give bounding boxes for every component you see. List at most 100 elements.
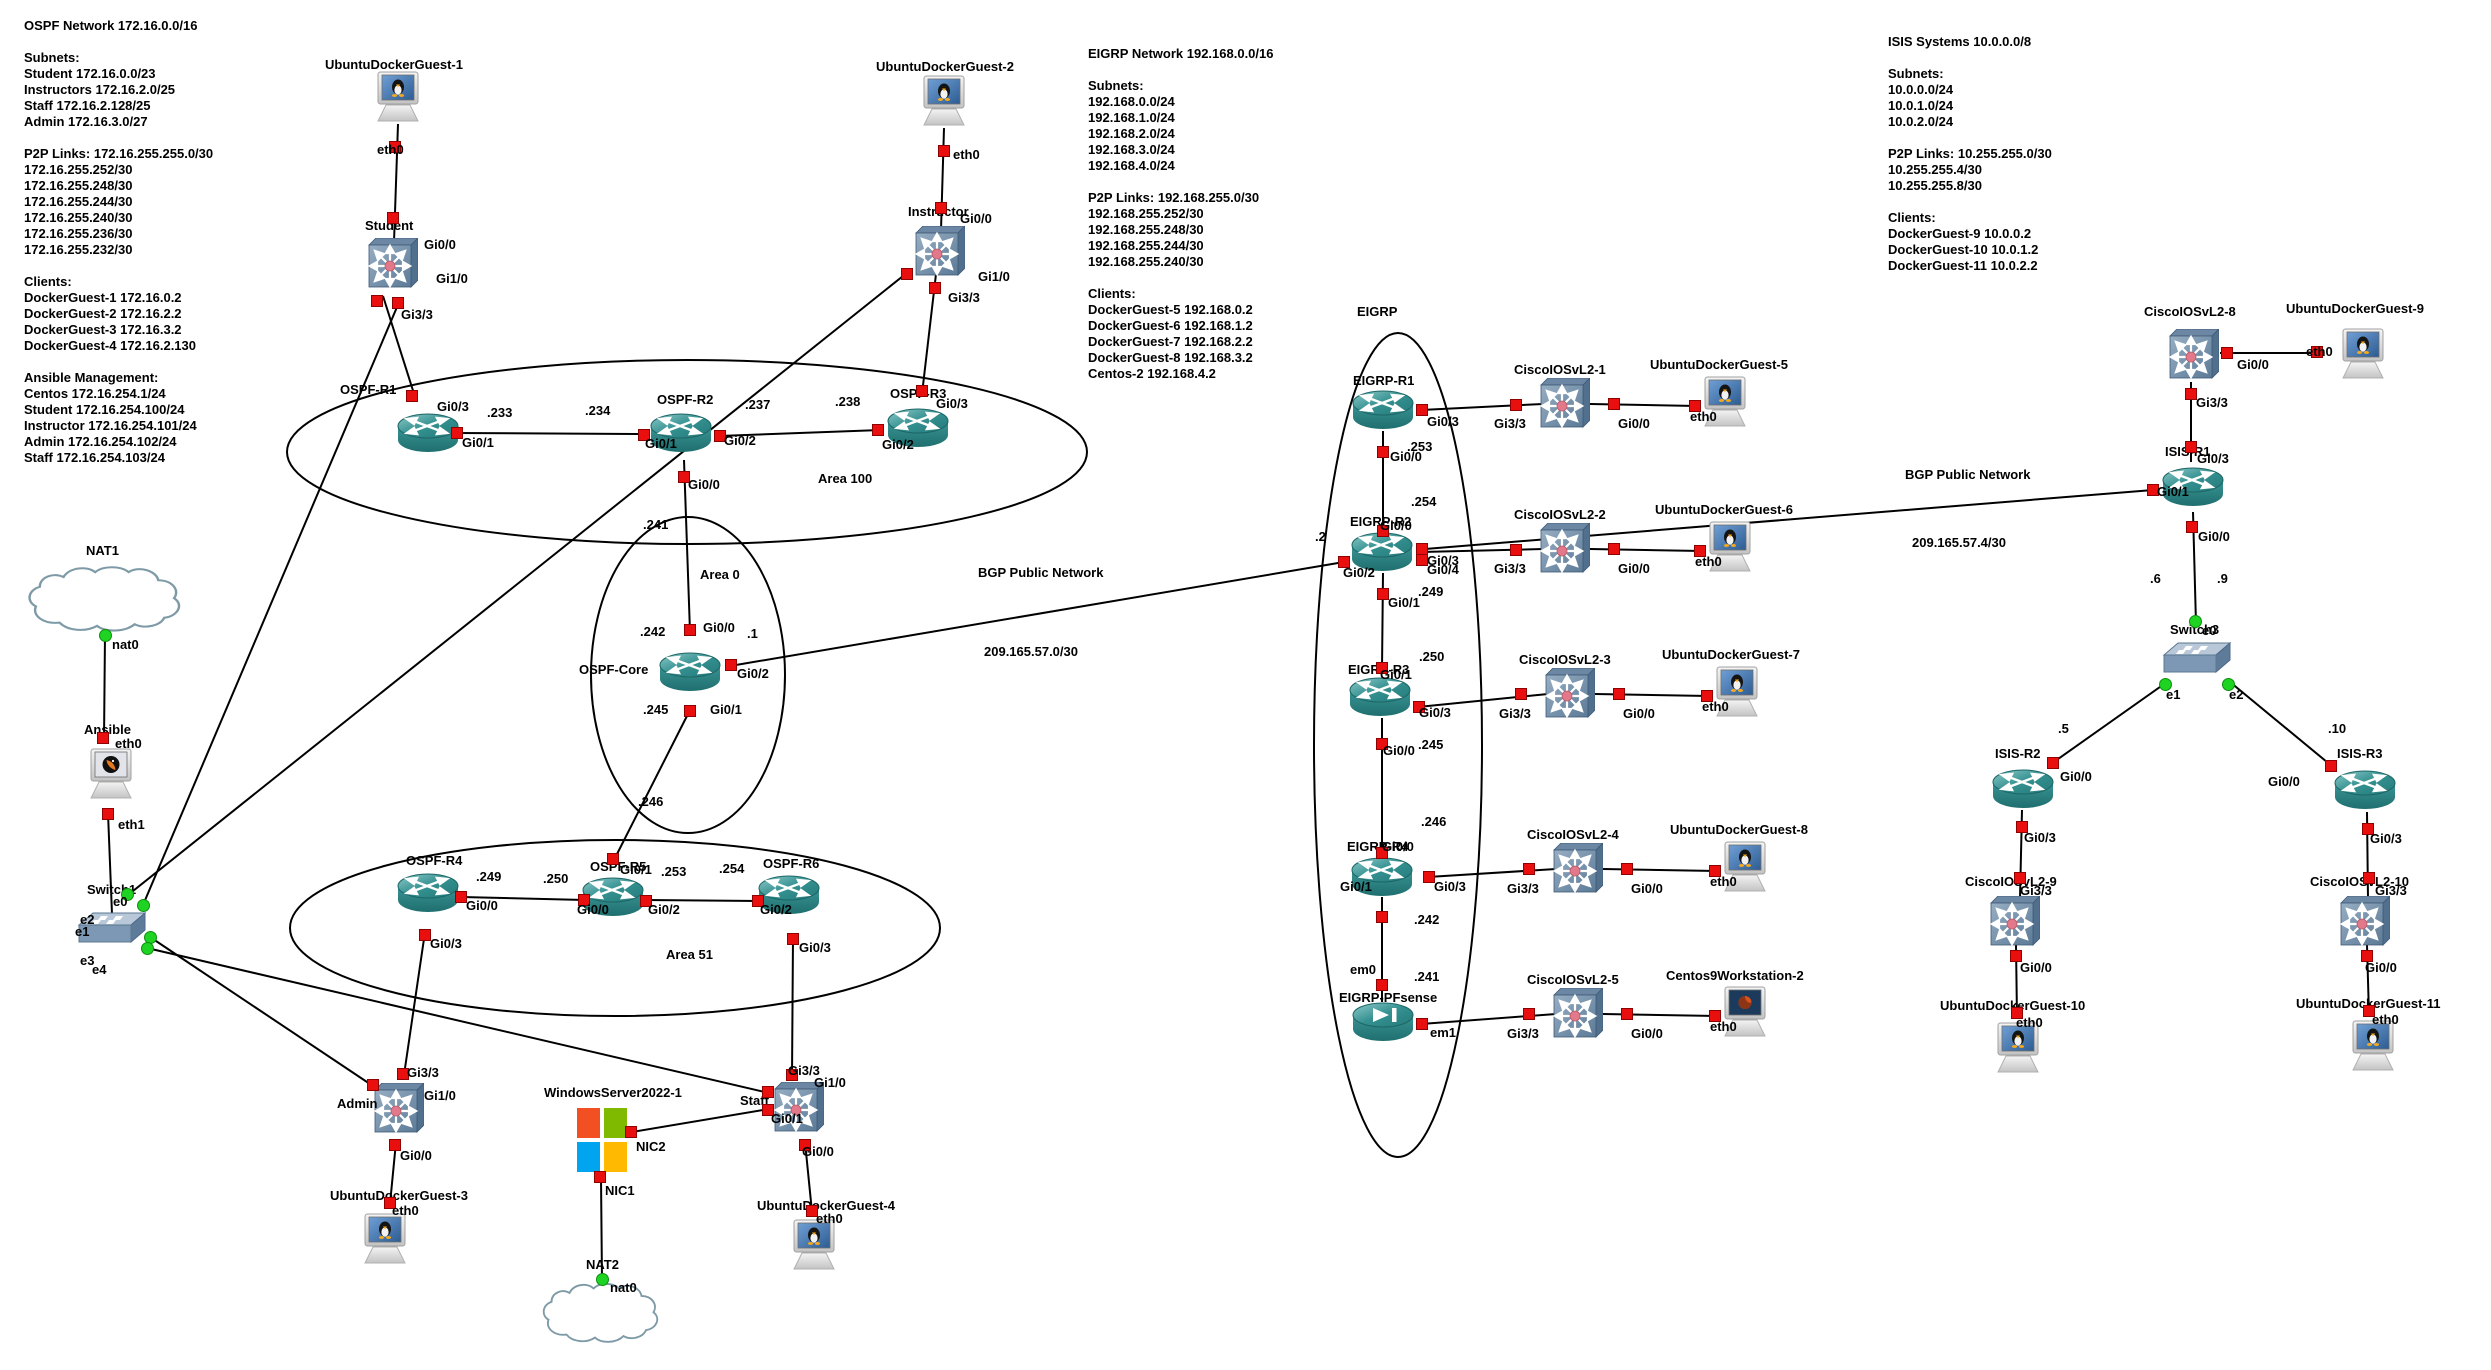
port-status-red	[916, 385, 928, 397]
port-status-red	[1510, 544, 1522, 556]
node-vl2-5[interactable]	[1552, 987, 1604, 1039]
port-status-red	[1377, 446, 1389, 458]
interface-label: em0	[1350, 962, 1377, 977]
node-isis-r1[interactable]	[2161, 465, 2225, 509]
node-udg11[interactable]	[2345, 1020, 2401, 1074]
link-ospfr2-core[interactable]	[683, 459, 691, 633]
interface-label: Gi3/3	[2196, 395, 2228, 410]
note-line: 172.16.255.248/30	[24, 178, 133, 193]
node-nat2[interactable]	[541, 1281, 661, 1345]
node-udg1[interactable]	[370, 71, 426, 125]
node-isis-r2[interactable]	[1991, 767, 2055, 811]
link-eigrpr1-vl21[interactable]	[1420, 403, 1544, 411]
link-student-switch1[interactable]	[142, 299, 401, 906]
node-vl2-1[interactable]	[1539, 377, 1591, 429]
link-instructor-switch1[interactable]	[127, 271, 909, 896]
link-staff-udg4[interactable]	[804, 1141, 813, 1213]
node-admin[interactable]	[373, 1082, 425, 1134]
node-udg3[interactable]	[357, 1213, 413, 1267]
note-line: P2P Links: 10.255.255.0/30	[1888, 146, 2052, 161]
link-ospfr1-ospfr2[interactable]	[455, 432, 647, 435]
interface-label: Gi3/3	[1499, 706, 1531, 721]
note-line: Subnets:	[1888, 66, 1944, 81]
port-status-red	[2011, 1007, 2023, 1019]
node-udg5[interactable]	[1697, 376, 1753, 430]
port-status-red	[1608, 543, 1620, 555]
node-eigrp-r4[interactable]	[1350, 855, 1414, 899]
router-icon	[397, 413, 459, 452]
node-centos9[interactable]	[1717, 986, 1773, 1040]
link-pfsense-vl25[interactable]	[1420, 1013, 1557, 1025]
note-line: Instructor 172.16.254.101/24	[24, 418, 197, 433]
bgp-public-network-left-label: BGP Public Network	[978, 565, 1104, 580]
node-isis-r3[interactable]	[2333, 768, 2397, 812]
link-admin-udg3[interactable]	[389, 1141, 397, 1205]
node-winserver[interactable]	[577, 1108, 627, 1172]
link-ospfr5-ospfr6[interactable]	[645, 899, 760, 902]
node-switch3[interactable]	[2162, 639, 2234, 679]
node-vl2-3[interactable]	[1544, 667, 1596, 719]
node-ospf-r3[interactable]	[886, 406, 950, 450]
node-nat1[interactable]	[26, 564, 184, 634]
link-core-ospfr5[interactable]	[613, 709, 691, 861]
note-line: Subnets:	[1088, 78, 1144, 93]
link-ansible-switch1[interactable]	[107, 812, 113, 915]
node-staff[interactable]	[773, 1081, 825, 1133]
interface-label: Gi0/0	[2198, 529, 2230, 544]
node-vl2-9[interactable]	[1989, 895, 2041, 947]
node-ospf-r4[interactable]	[396, 871, 460, 915]
note-line: DockerGuest-2 172.16.2.2	[24, 306, 182, 321]
link-switch3-isisr2[interactable]	[2050, 681, 2168, 765]
note-line: 172.16.255.236/30	[24, 226, 133, 241]
node-vl2-4[interactable]	[1552, 842, 1604, 894]
link-ospfr4-admin[interactable]	[403, 931, 426, 1076]
node-udg9[interactable]	[2335, 328, 2391, 382]
node-eigrp-r3[interactable]	[1348, 675, 1412, 719]
node-pfsense[interactable]	[1351, 1000, 1415, 1044]
interface-label: eth0	[377, 142, 404, 157]
link-core-eigrpr2-bgp[interactable]	[729, 561, 1345, 667]
link-ospfr6-staff[interactable]	[791, 936, 794, 1078]
link-admin-switch1[interactable]	[149, 936, 374, 1087]
interface-label: eth0	[392, 1203, 419, 1218]
link-instructor-ospfr3[interactable]	[921, 273, 937, 395]
node-ansible[interactable]	[83, 748, 139, 802]
node-label-vl2-2: CiscoIOSvL2-2	[1514, 507, 1606, 522]
node-udg8[interactable]	[1717, 841, 1773, 895]
interface-label: e4	[92, 962, 107, 977]
node-eigrp-r2[interactable]	[1350, 530, 1414, 574]
link-ospfr4-ospfr5[interactable]	[460, 896, 586, 901]
node-ospf-core[interactable]	[658, 650, 722, 694]
node-vl2-8[interactable]	[2168, 328, 2220, 380]
node-ospf-r6[interactable]	[757, 873, 821, 917]
link-student-ospfr1[interactable]	[382, 295, 417, 401]
link-eigrpr2-vl22[interactable]	[1420, 548, 1544, 553]
node-ospf-r5[interactable]	[581, 875, 645, 919]
link-staff-switch1[interactable]	[146, 947, 770, 1094]
link-nat1-ansible[interactable]	[103, 633, 106, 741]
node-ospf-r1[interactable]	[396, 411, 460, 455]
node-udg2[interactable]	[916, 75, 972, 129]
node-instructor[interactable]	[914, 225, 966, 277]
node-udg6[interactable]	[1702, 521, 1758, 575]
node-ospf-r2[interactable]	[649, 411, 713, 455]
node-vl2-2[interactable]	[1539, 522, 1591, 574]
link-winserver-staff[interactable]	[631, 1108, 770, 1133]
node-udg10[interactable]	[1990, 1022, 2046, 1076]
node-udg7[interactable]	[1709, 666, 1765, 720]
link-vl22-udg6[interactable]	[1589, 548, 1703, 552]
link-vl21-udg5[interactable]	[1589, 403, 1698, 407]
link-winserver-nat2[interactable]	[600, 1177, 603, 1281]
node-udg4[interactable]	[786, 1219, 842, 1273]
interface-label: Gi0/3	[1427, 553, 1459, 568]
node-eigrp-r1[interactable]	[1351, 388, 1415, 432]
port-status-red	[2147, 484, 2159, 496]
link-eigrpr4-vl24[interactable]	[1427, 868, 1557, 878]
link-ospfr2-ospfr3[interactable]	[718, 429, 882, 437]
link-switch3-isisr3[interactable]	[2229, 681, 2334, 768]
node-vl2-10[interactable]	[2339, 895, 2391, 947]
node-student[interactable]	[367, 237, 419, 289]
node-switch1[interactable]	[77, 909, 149, 949]
